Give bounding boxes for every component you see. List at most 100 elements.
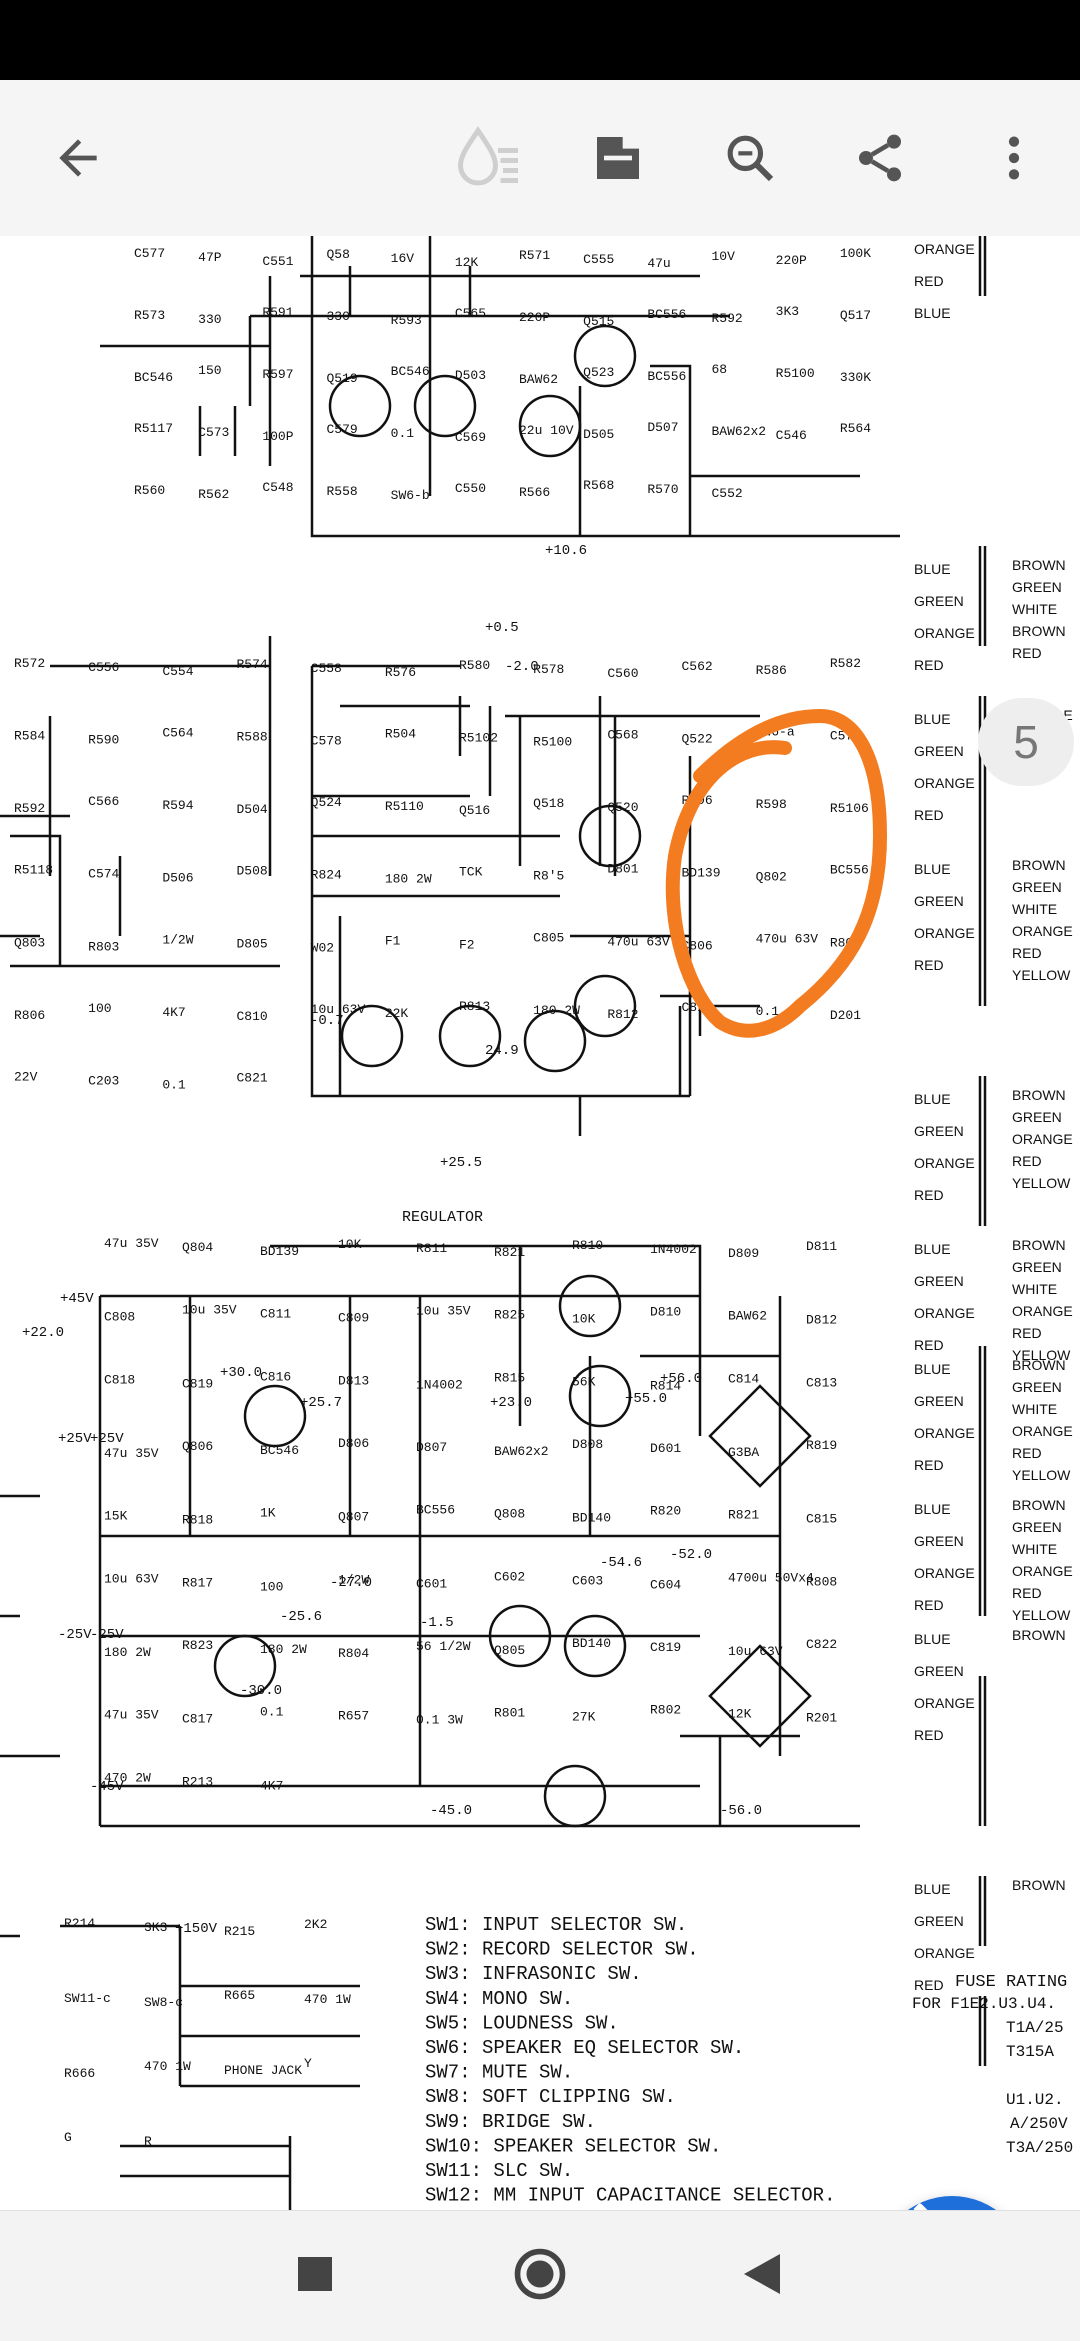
transformer-wire-label: BROWN xyxy=(1012,1627,1066,1643)
share-button[interactable] xyxy=(832,80,928,236)
component-designator: C810 xyxy=(237,1009,268,1024)
component-designator: R578 xyxy=(533,662,564,677)
transformer-wire-label: YELLOW xyxy=(1012,1175,1071,1191)
more-options-button[interactable] xyxy=(966,80,1062,236)
supply-label: +10.6 xyxy=(545,543,587,559)
transformer-wire-label: BLUE xyxy=(914,1881,951,1897)
component-designator: 1K xyxy=(260,1506,276,1521)
transformer-wire-label: ORANGE xyxy=(914,925,975,941)
component-designator: TCK xyxy=(459,865,483,880)
component-designator: R810 xyxy=(572,1238,603,1253)
transformer-wire-label: RED xyxy=(914,657,944,673)
component-designator: 10V xyxy=(712,249,736,264)
component-designator: C573 xyxy=(198,425,229,440)
component-designator: R817 xyxy=(182,1575,213,1590)
component-designator: R201 xyxy=(806,1711,837,1726)
component-designator: SW6-b xyxy=(391,488,430,503)
search-button[interactable] xyxy=(702,80,798,236)
component-designator: C574 xyxy=(88,867,119,882)
component-designator: G3BA xyxy=(728,1445,759,1460)
transformer-wire-label: ORANGE xyxy=(1012,1563,1073,1579)
page-number-indicator: 5 xyxy=(978,698,1074,786)
component-designator: C203 xyxy=(88,1073,119,1088)
back-button[interactable] xyxy=(30,80,126,236)
component-designator: 10K xyxy=(572,1312,596,1327)
component-designator: R8'5 xyxy=(533,869,564,884)
component-designator: D808 xyxy=(572,1437,603,1452)
transformer-wire-label: BROWN xyxy=(1012,1497,1066,1513)
transformer-wire-label: RED xyxy=(1012,945,1042,961)
component-designator: R215 xyxy=(224,1924,255,1939)
back-nav-button[interactable] xyxy=(690,2211,830,2341)
component-designator: C568 xyxy=(607,728,638,743)
switch-legend-line: SW2: RECORD SELECTOR SW. xyxy=(425,1939,699,1961)
component-designator: SW11-c xyxy=(64,1991,111,2006)
component-designator: 180 2W xyxy=(260,1642,307,1657)
ink-button[interactable] xyxy=(440,80,536,236)
transformer-wire-label: BLUE xyxy=(914,1631,951,1647)
fuse-rating-line: A/250V xyxy=(1010,2115,1068,2133)
supply-label: +56.0 xyxy=(660,1371,702,1387)
component-designator: Q58 xyxy=(327,247,350,262)
supply-label: -45.0 xyxy=(430,1803,472,1819)
component-designator: C556 xyxy=(88,660,119,675)
component-designator: R574 xyxy=(237,657,268,672)
component-designator: 470u 63V xyxy=(607,934,670,949)
page-layout-icon xyxy=(590,130,646,186)
component-designator: 12K xyxy=(728,1707,752,1722)
component-designator: 470u 63V xyxy=(756,931,819,946)
component-designator: C603 xyxy=(572,1573,603,1588)
component-designator: BAW62 xyxy=(728,1309,767,1324)
component-designator: 47u 35V xyxy=(104,1708,159,1723)
supply-label: +25V xyxy=(58,1431,92,1447)
recents-button[interactable] xyxy=(245,2211,385,2341)
component-designator: 3K3 xyxy=(144,1920,167,1935)
component-designator: R812 xyxy=(607,1007,638,1022)
component-designator: Q805 xyxy=(494,1643,525,1658)
supply-label: +0.5 xyxy=(485,620,519,636)
component-designator: Q804 xyxy=(182,1240,213,1255)
component-designator: 22K xyxy=(385,1006,409,1021)
component-designator: R5117 xyxy=(134,421,173,436)
transformer-wire-label: ORANGE xyxy=(1012,1423,1073,1439)
component-designator: R818 xyxy=(182,1513,213,1528)
home-button[interactable] xyxy=(470,2211,610,2341)
component-designator: 56K xyxy=(572,1374,596,1389)
component-designator: D508 xyxy=(237,864,268,879)
component-designator: D506 xyxy=(162,871,193,886)
component-designator: 10u 63V xyxy=(728,1644,783,1659)
layout-button[interactable] xyxy=(570,80,666,236)
component-designator: C550 xyxy=(455,481,486,496)
component-designator: F2 xyxy=(459,937,475,952)
switch-legend-line: SW5: LOUDNESS SW. xyxy=(425,2012,619,2034)
component-designator: R584 xyxy=(14,729,45,744)
transformer-wire-label: RED xyxy=(914,273,944,289)
fuse-rating-line: U1.U2. xyxy=(1006,2091,1064,2109)
component-designator: R588 xyxy=(237,730,268,745)
document-page[interactable]: REGULATOR+45V+25V-25V-45V+22.0+25V-25V+2… xyxy=(0,236,1080,2210)
transformer-wire-label: WHITE xyxy=(1012,1401,1057,1417)
transformer-wire-label: RED xyxy=(1012,1153,1042,1169)
component-designator: C819 xyxy=(650,1640,681,1655)
component-designator: BC556 xyxy=(647,369,686,384)
switch-legend-line: SW9: BRIDGE SW. xyxy=(425,2111,596,2133)
switch-legend-line: SW12: MM INPUT CAPACITANCE SELECTOR. xyxy=(425,2185,835,2207)
transformer-wire-label: GREEN xyxy=(914,1663,964,1679)
transformer-wire-label: ORANGE xyxy=(1012,1303,1073,1319)
fuse-rating-line: FOR F1E2.U3.U4. xyxy=(912,1995,1056,2013)
component-designator: Y xyxy=(304,2056,312,2071)
component-designator: R562 xyxy=(198,487,229,502)
component-designator: D806 xyxy=(338,1436,369,1451)
component-designator: 470 1W xyxy=(144,2059,191,2074)
component-designator: C578 xyxy=(311,734,342,749)
component-designator: R801 xyxy=(494,1706,525,1721)
transformer-wire-label: BLUE xyxy=(914,711,951,727)
component-designator: R803 xyxy=(88,939,119,954)
supply-label: -25V xyxy=(58,1627,92,1643)
component-designator: R804 xyxy=(338,1646,369,1661)
component-designator: 470 2W xyxy=(104,1770,151,1785)
supply-label: +22.0 xyxy=(22,1325,64,1341)
component-designator: C815 xyxy=(806,1512,837,1527)
supply-label: -52.0 xyxy=(670,1547,712,1563)
component-designator: R5106 xyxy=(830,801,869,816)
